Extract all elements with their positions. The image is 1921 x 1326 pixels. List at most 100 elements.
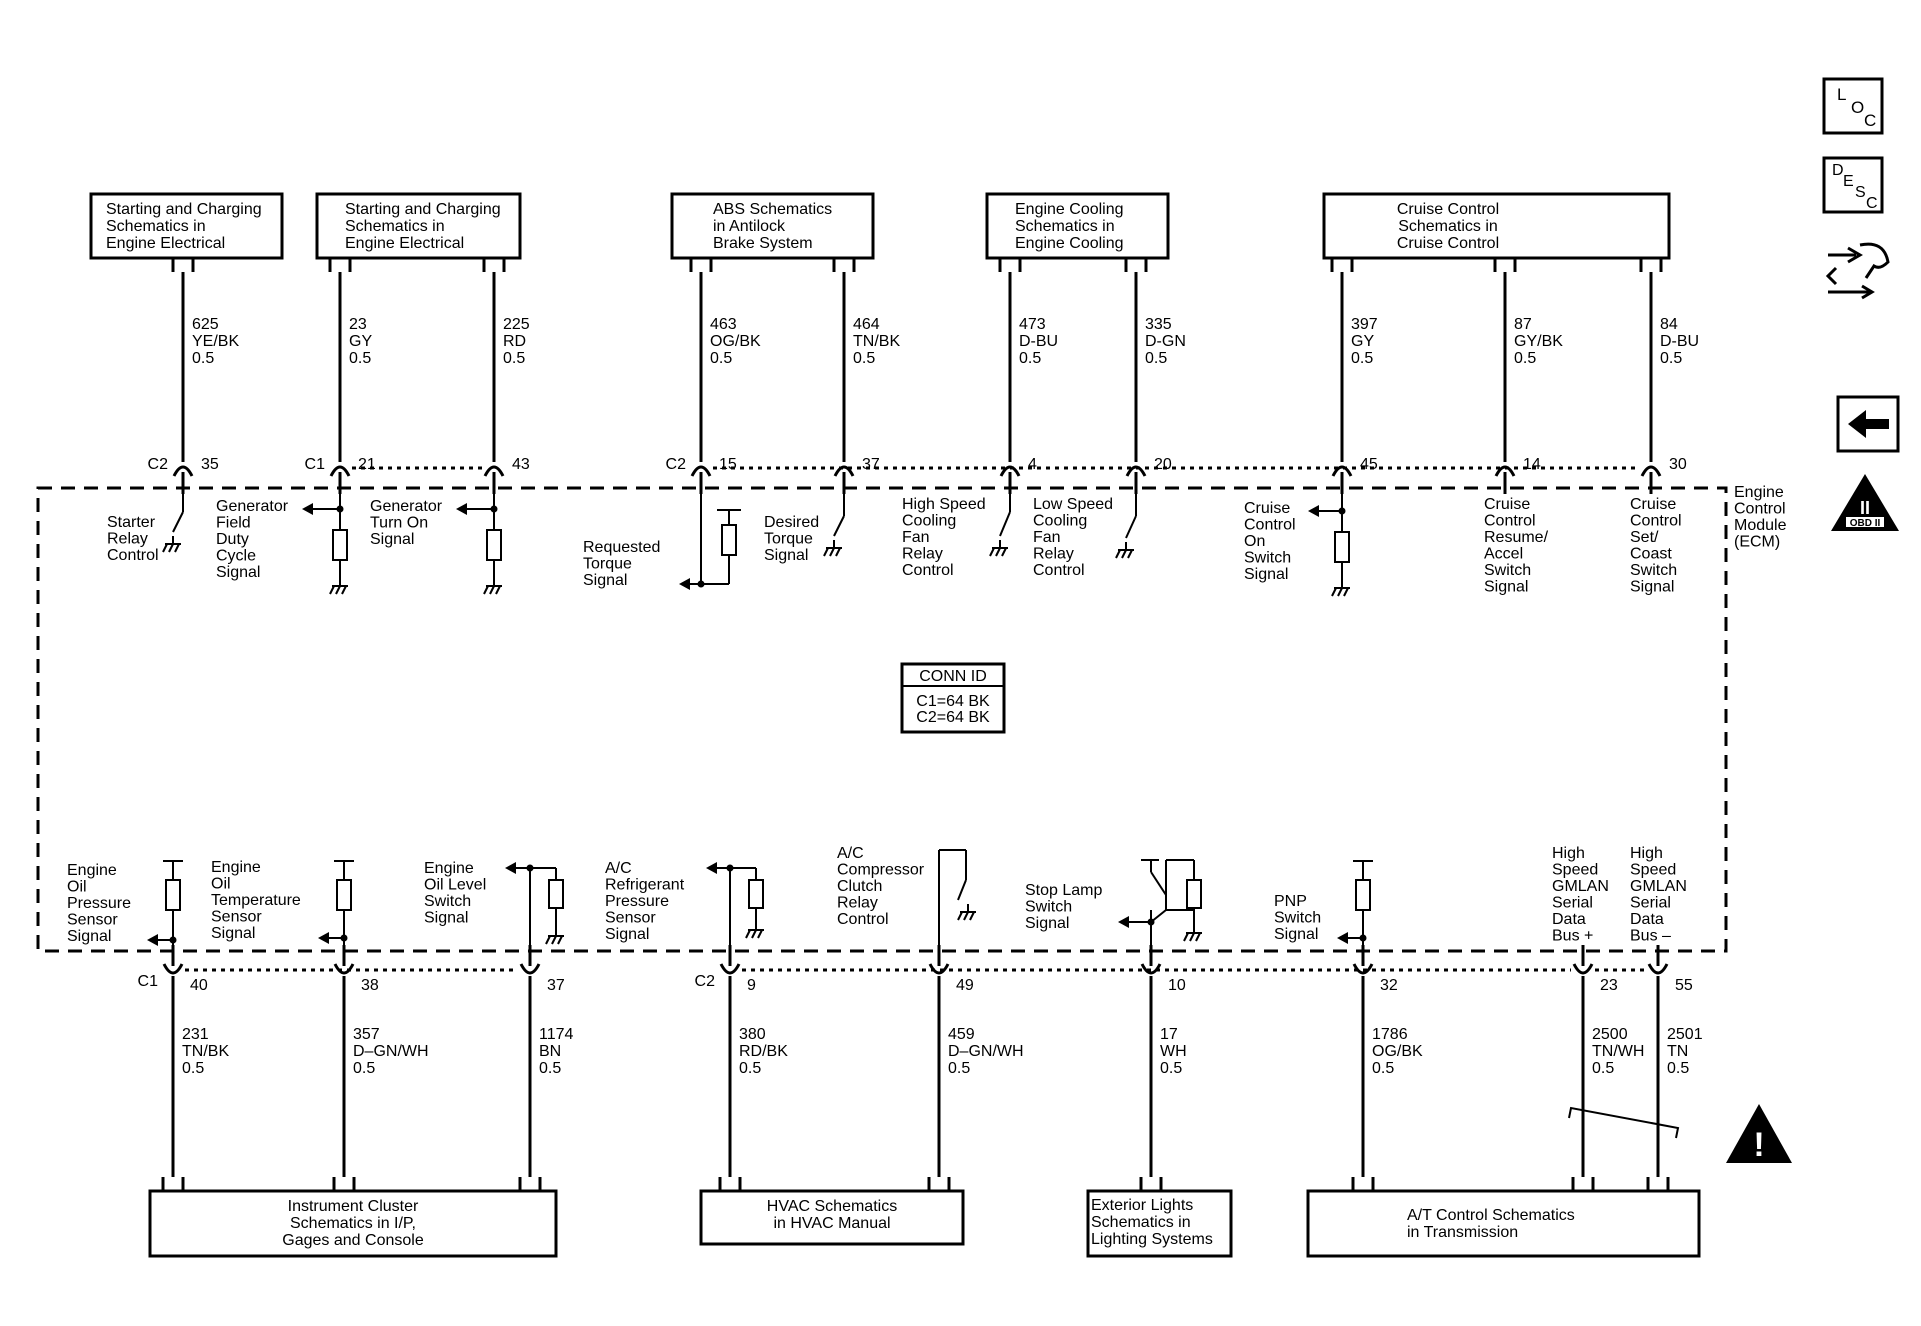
signal-label-line: Switch (1274, 910, 1321, 927)
bottom-box-text-line: Exterior Lights (1091, 1197, 1193, 1214)
top-box-text-line: Brake System (713, 235, 813, 252)
wire-color-code: D–GN/WH (353, 1043, 429, 1060)
top-box-text-line: Engine Electrical (345, 235, 464, 252)
signal-label-line: Relay (1033, 546, 1074, 563)
signal-label-line: Control (1033, 562, 1085, 579)
warning-icon: ! (1726, 1104, 1792, 1164)
connector-id: C1 (305, 456, 326, 473)
signal-label-line: A/C (837, 845, 864, 862)
signal-label-line: Cycle (216, 548, 256, 565)
conn-id-line: C1=64 BK (916, 693, 990, 710)
module-label-line: Control (1734, 501, 1786, 518)
signal-label-line: A/C (605, 860, 632, 877)
top-box-text-line: Starting and Charging (106, 201, 262, 218)
wire-gauge: 0.5 (1019, 350, 1041, 367)
signal-label-line: Switch (1630, 562, 1677, 579)
signal-label-line: Switch (1025, 899, 1072, 916)
signal-label-line: Data (1552, 911, 1586, 928)
signal-label-line: Control (902, 562, 954, 579)
signal-label-line: Cruise (1630, 496, 1676, 513)
signal-label-line: Control (107, 547, 159, 564)
signal-label-line: High Speed (902, 496, 986, 513)
wire-gauge: 0.5 (1667, 1060, 1689, 1077)
bottom-box-text-line: Schematics in (1091, 1214, 1191, 1231)
wire-gauge: 0.5 (349, 350, 371, 367)
top-box-text-line: in Antilock (713, 218, 786, 235)
signal-label-line: Control (837, 911, 889, 928)
signal-label-line: Generator (370, 498, 443, 515)
connector-pin-number: 37 (547, 977, 565, 994)
connector-id: C1 (138, 973, 159, 990)
signal-label-line: Cruise (1244, 500, 1290, 517)
wire-circuit-number: 2500 (1592, 1026, 1628, 1043)
icon-letter: L (1837, 85, 1846, 104)
connector-pin-number: 38 (361, 977, 379, 994)
wire-gauge: 0.5 (192, 350, 214, 367)
back-arrow-icon[interactable] (1836, 395, 1900, 453)
signal-label-line: PNP (1274, 893, 1307, 910)
signal-label-line: Data (1630, 911, 1664, 928)
wire-gauge: 0.5 (710, 350, 732, 367)
signal-label-line: Engine (67, 862, 117, 879)
signal-label-line: Compressor (837, 862, 925, 879)
signal-label-line: Signal (1244, 566, 1288, 583)
top-box-text-line: Starting and Charging (345, 201, 501, 218)
top-box-text-line: Engine Electrical (106, 235, 225, 252)
connector-pin-number: 23 (1600, 977, 1618, 994)
connector-tool-icon[interactable] (1825, 242, 1890, 300)
signal-label-line: Coast (1630, 546, 1672, 563)
wire-color-code: YE/BK (192, 333, 239, 350)
wire-gauge: 0.5 (739, 1060, 761, 1077)
signal-label-line: Speed (1552, 862, 1598, 879)
wire-circuit-number: 23 (349, 316, 367, 333)
signal-label-line: Oil (211, 876, 231, 893)
signal-label-line: Signal (605, 926, 649, 943)
signal-label-line: Engine (211, 859, 261, 876)
connector-id: C2 (695, 973, 716, 990)
wire-gauge: 0.5 (853, 350, 875, 367)
signal-label-line: Stop Lamp (1025, 882, 1102, 899)
signal-label-line: Control (1630, 513, 1682, 530)
signal-label-line: Resume/ (1484, 529, 1549, 546)
wire-color-code: TN/WH (1592, 1043, 1644, 1060)
signal-label-line: Signal (583, 572, 627, 589)
signal-label-line: Signal (1630, 579, 1674, 596)
wire-circuit-number: 464 (853, 316, 880, 333)
signal-label-line: Fan (1033, 529, 1061, 546)
wire-circuit-number: 397 (1351, 316, 1378, 333)
signal-label-line: Field (216, 515, 251, 532)
signal-label-line: Speed (1630, 862, 1676, 879)
loc-icon[interactable]: LOC (1822, 77, 1884, 135)
wire-color-code: GY (349, 333, 372, 350)
signal-label-line: On (1244, 533, 1265, 550)
bottom-box-text-line: Lighting Systems (1091, 1231, 1213, 1248)
icon-letter: S (1855, 184, 1866, 201)
signal-label-line: Oil Level (424, 877, 486, 894)
wire-gauge: 0.5 (1514, 350, 1536, 367)
signal-label-line: Signal (764, 547, 808, 564)
connector-pin-number: 40 (190, 977, 208, 994)
connector-pin-number: 32 (1380, 977, 1398, 994)
icon-letter: C (1864, 111, 1876, 130)
top-box-text-line: Schematics in (106, 218, 206, 235)
